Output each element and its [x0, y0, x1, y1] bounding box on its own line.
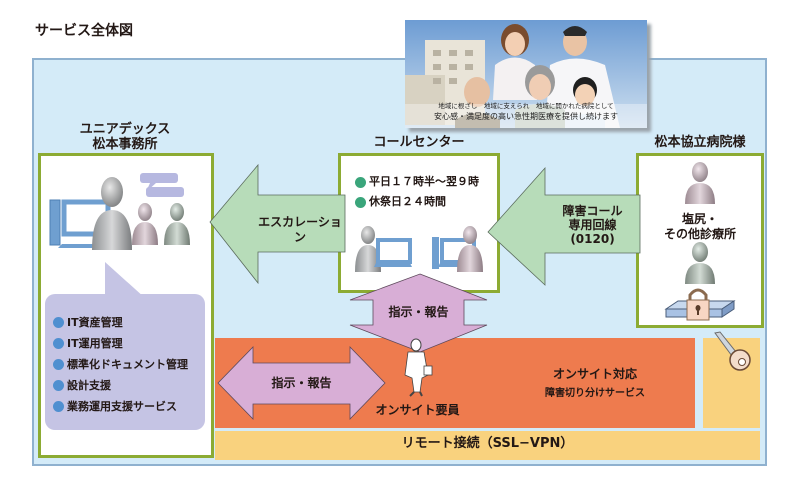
clinic-label-line1: 塩尻・ — [681, 212, 718, 226]
photo-caption-line2: 安心感・満足度の高い急性期医療を提供し続けます — [434, 112, 618, 121]
onsite-staff-label: オンサイト要員 — [375, 403, 460, 417]
service-item: IT運用管理 — [53, 333, 205, 354]
hours-item: 平日１７時半～翌９時 — [355, 172, 479, 192]
office-staff-illustration — [49, 173, 190, 250]
service-item: 標準化ドキュメント管理 — [53, 354, 205, 375]
onsite-service-title: オンサイト対応 — [552, 367, 637, 381]
vpn-appliance-lock-icon — [664, 288, 736, 321]
clinic-person-green-icon — [685, 242, 715, 284]
office-title-company: ユニアデックス — [79, 122, 171, 137]
instruct-report-vertical-label: 指示・報告 — [388, 305, 449, 319]
key-icon — [714, 331, 751, 371]
hotline-label: 障害コール 専用回線 (0120) — [545, 204, 640, 246]
call-center-hours: 平日１７時半～翌９時 休祭日２４時間 — [355, 172, 479, 212]
photo-caption-line1: 地域に根ざし 地域に支えられ 地域に開かれた病院として — [438, 102, 614, 110]
bullet-icon — [53, 317, 64, 328]
service-item: IT資産管理 — [53, 312, 205, 333]
remote-connection-label: リモート接続（SSL−VPN） — [401, 436, 574, 451]
hospital-title: 松本協立病院様 — [654, 135, 746, 150]
remote-band — [215, 431, 760, 460]
person-green-icon — [164, 203, 190, 245]
bullet-icon — [355, 176, 366, 188]
grandfather — [464, 77, 490, 107]
photo-illustration — [405, 20, 647, 128]
service-item: 業務運用支援サービス — [53, 396, 205, 417]
hospital-person-pink-icon — [685, 162, 715, 204]
bullet-icon — [355, 196, 366, 208]
operators-illustration — [355, 226, 483, 272]
hospital-photo: 地域に根ざし 地域に支えられ 地域に開かれた病院として 安心感・満足度の高い急性… — [405, 20, 647, 128]
hospital-box — [636, 153, 764, 328]
operator-right-icon — [432, 226, 483, 272]
operator-left-icon — [355, 226, 412, 272]
instruct-report-horizontal-label: 指示・報告 — [271, 376, 332, 390]
call-center-title: コールセンター — [373, 135, 465, 150]
bullet-icon — [53, 380, 64, 391]
office-title-branch: 松本事務所 — [92, 137, 158, 152]
service-item: 設計支援 — [53, 375, 205, 396]
hotline-label-line1: 障害コール — [562, 204, 623, 218]
bullet-icon — [53, 401, 64, 412]
hotline-label-line2: 専用回線 — [568, 218, 617, 232]
services-bubble: IT資産管理 IT運用管理 標準化ドキュメント管理 設計支援 業務運用支援サービ… — [45, 294, 205, 430]
speech-bubbles-icon — [140, 173, 184, 197]
page-title: サービス全体図 — [35, 23, 133, 39]
person-pink-icon — [132, 203, 158, 245]
onsite-service-sub: 障害切り分けサービス — [545, 388, 645, 399]
bullet-icon — [53, 338, 64, 349]
person-large-icon — [92, 177, 132, 250]
clinic-label-line2: その他診療所 — [663, 227, 736, 241]
office-title: ユニアデックス 松本事務所 — [60, 122, 190, 152]
hotline-label-line3: (0120) — [570, 232, 615, 246]
escalation-label: エスカレーション — [258, 215, 342, 244]
hours-item: 休祭日２４時間 — [355, 192, 479, 212]
bullet-icon — [53, 359, 64, 370]
clinic-label: 塩尻・ その他診療所 — [636, 212, 764, 242]
